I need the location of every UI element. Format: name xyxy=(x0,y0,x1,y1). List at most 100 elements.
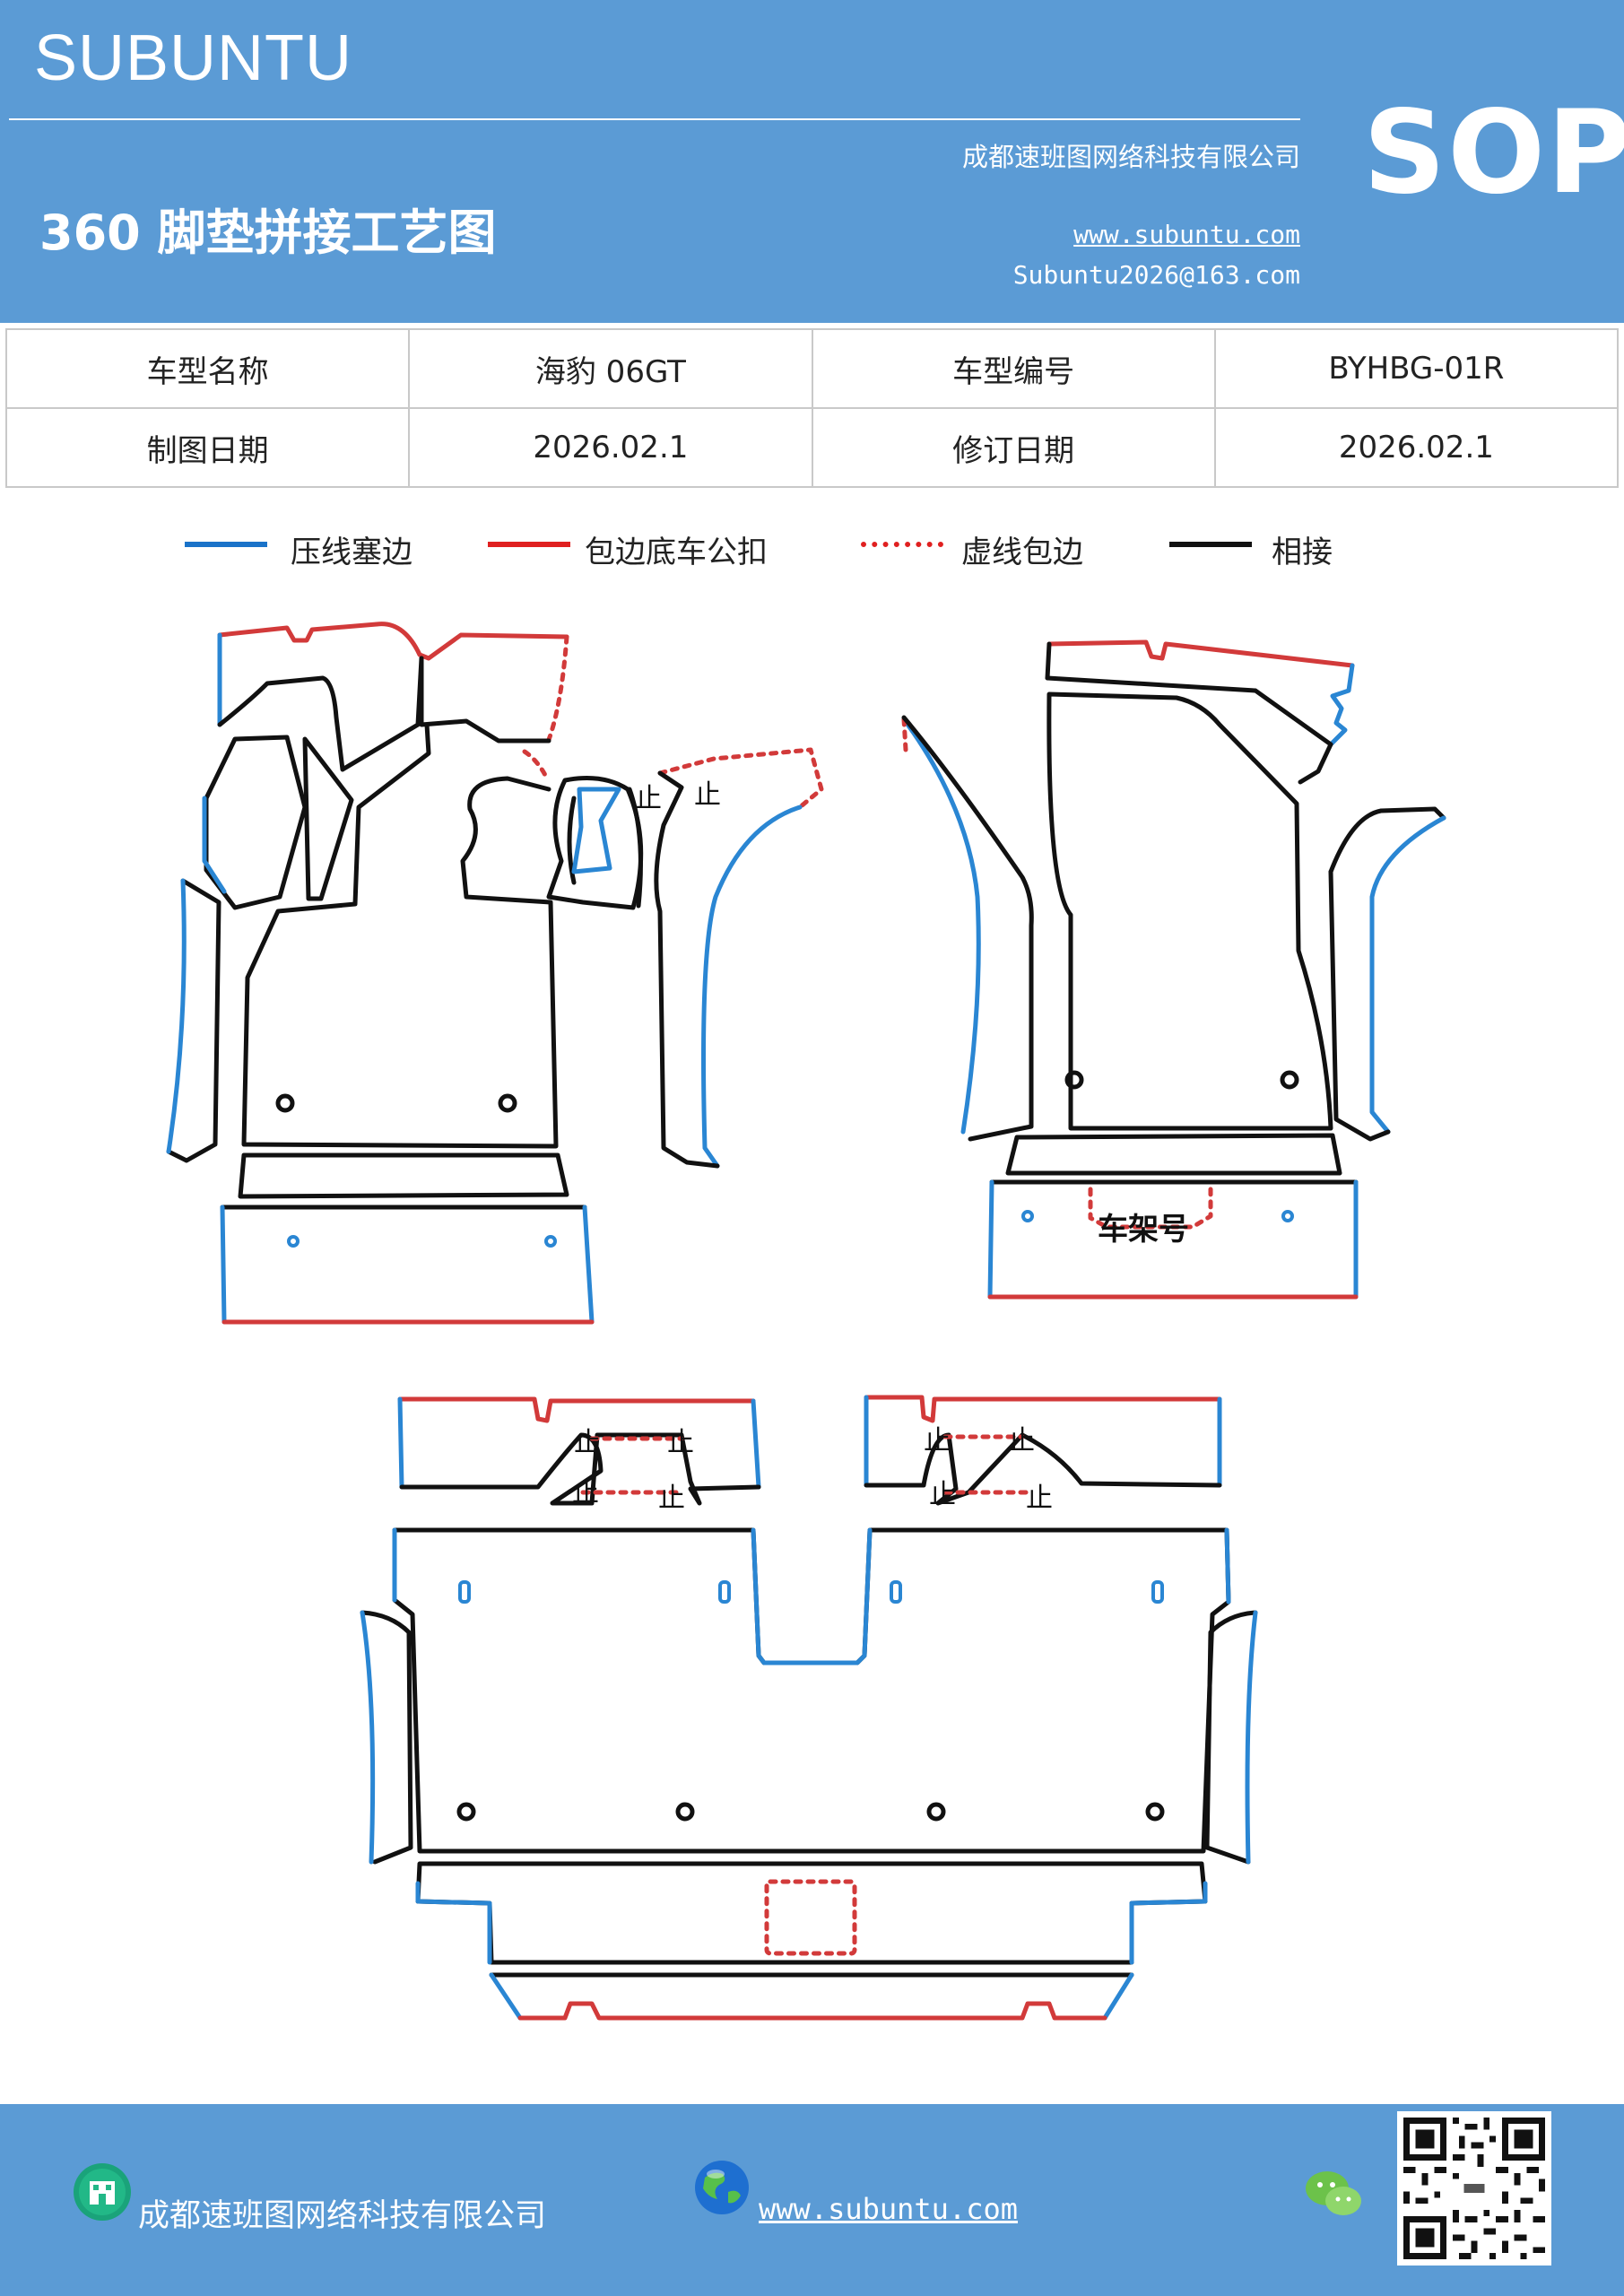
fr-left-dotted xyxy=(901,717,908,752)
fl-right-join xyxy=(654,770,720,1169)
fr-frame-window xyxy=(1088,1187,1213,1230)
table-row: 车型名称 海豹 06GT 车型编号 BYHBG-01R xyxy=(4,328,1620,409)
fr-main-mat xyxy=(1046,691,1333,1131)
fl-tunnel-inner xyxy=(567,796,577,885)
rear-clip-mark: 止 xyxy=(929,1479,956,1510)
model-code-value: BYHBG-01R xyxy=(1213,328,1620,409)
fr-heel-pad xyxy=(1005,1133,1342,1176)
rear-slot xyxy=(458,1580,471,1604)
rear-mat-group: 止 止 止 止 止 止 止 止 xyxy=(360,1395,1258,2021)
rear-right-sill-join xyxy=(1204,1610,1258,1865)
rear-clip-mark: 止 xyxy=(924,1425,951,1457)
rear-clip-mark: 止 xyxy=(1008,1425,1035,1457)
rear-strip-bottom xyxy=(517,2001,1107,2021)
fr-fixing-hole xyxy=(1280,1070,1299,1090)
footer-website-link[interactable]: www.subuntu.com xyxy=(759,2192,1018,2226)
fl-upper-join xyxy=(217,656,424,772)
rear-right-top-wrap xyxy=(864,1395,1222,1423)
fr-top-wrap xyxy=(1046,639,1355,668)
fl-snap-hole xyxy=(287,1235,300,1248)
fl-dotted-edge-2 xyxy=(522,749,550,781)
fl-left-sill-press xyxy=(166,878,187,1154)
rear-strip-press xyxy=(489,1972,1134,2021)
rear-slot xyxy=(718,1580,731,1604)
fr-fixing-hole xyxy=(1064,1070,1084,1090)
globe-icon xyxy=(695,2161,749,2214)
model-name-label: 车型名称 xyxy=(4,328,411,409)
fl-clip-mark: 止 xyxy=(694,779,721,811)
fl-fixing-hole xyxy=(498,1093,517,1113)
brand-name: SUBUNTU xyxy=(34,22,353,94)
legend-swatch xyxy=(1169,542,1252,547)
legend-label: 包边底车公扣 xyxy=(585,535,768,570)
rear-left-sill-join xyxy=(360,1610,413,1865)
rear-dotted-window xyxy=(764,1879,857,1956)
front-left-mat-group: 止 止 xyxy=(166,622,824,1325)
legend-label: 相接 xyxy=(1272,535,1333,570)
fl-right-dotted xyxy=(657,747,824,810)
fl-main-mat xyxy=(241,722,559,1149)
fl-strip-right xyxy=(582,1205,595,1325)
rear-main-floor xyxy=(392,1527,1231,1854)
fl-heel-pad xyxy=(238,1152,569,1199)
legend-swatch xyxy=(861,542,943,547)
fl-dotted-edge xyxy=(544,634,569,747)
fl-side-piece xyxy=(204,735,308,910)
rear-clip-mark: 止 xyxy=(658,1483,685,1514)
model-name-value: 海豹 06GT xyxy=(408,328,813,409)
table-row: 制图日期 2026.02.1 修订日期 2026.02.1 xyxy=(4,407,1620,488)
fr-left-press xyxy=(901,717,981,1135)
fr-snap-hole xyxy=(1021,1210,1034,1222)
rear-fixing-hole xyxy=(926,1802,946,1822)
fr-top-left xyxy=(1045,641,1052,681)
document-title: 360 脚垫拼接工艺图 xyxy=(39,204,497,261)
rear-fixing-hole xyxy=(456,1802,476,1822)
header-banner: SUBUNTU 成都速班图网络科技有限公司 360 脚垫拼接工艺图 www.su… xyxy=(0,0,1624,323)
frame-number-label: 车架号 xyxy=(1098,1212,1189,1248)
rear-left-sill-press xyxy=(360,1610,376,1865)
header-divider xyxy=(9,118,1300,120)
header-company: 成都速班图网络科技有限公司 xyxy=(961,142,1300,172)
fr-snap-hole xyxy=(1281,1210,1294,1222)
fl-tunnel-press xyxy=(571,787,621,874)
fl-tunnel-edge xyxy=(627,787,643,909)
revision-date-label: 修订日期 xyxy=(811,407,1216,488)
fl-side-press xyxy=(202,796,227,894)
fl-side-piece-2 xyxy=(302,736,354,901)
front-right-mat-group: 车架号 xyxy=(901,639,1446,1300)
rear-lower-press xyxy=(415,1881,1208,1965)
fl-upper-join-2 xyxy=(419,656,551,744)
fl-snap-hole xyxy=(544,1235,557,1248)
fl-tunnel-piece xyxy=(546,776,644,910)
rear-right-sill-press xyxy=(1245,1610,1258,1865)
rear-left-dotted xyxy=(580,1436,684,1495)
rear-fixing-hole xyxy=(675,1802,695,1822)
rear-fixing-hole xyxy=(1145,1802,1165,1822)
vehicle-info-table: 车型名称 海豹 06GT 车型编号 BYHBG-01R 制图日期 2026.02… xyxy=(4,328,1620,488)
rear-left-top-join xyxy=(399,1432,761,1506)
fl-strip-left xyxy=(220,1205,227,1325)
model-code-label: 车型编号 xyxy=(811,328,1216,409)
rear-lower-pad xyxy=(415,1861,1208,1965)
legend-label: 压线塞边 xyxy=(291,535,413,570)
fr-left-join xyxy=(901,715,1034,1142)
fl-right-press xyxy=(701,804,803,1169)
fl-top-wrap-edge-2 xyxy=(374,622,569,661)
footer-company: 成都速班图网络科技有限公司 xyxy=(138,2198,547,2234)
header-website-link[interactable]: www.subuntu.com xyxy=(1073,220,1300,249)
wechat-icon[interactable] xyxy=(1304,2169,1363,2221)
rear-clip-mark: 止 xyxy=(572,1477,599,1509)
fr-right-press xyxy=(1369,815,1446,1135)
building-icon xyxy=(74,2163,131,2221)
rear-left-top-press-r xyxy=(751,1398,761,1490)
header-email[interactable]: Subuntu2026@163.com xyxy=(1012,260,1300,290)
rear-clip-mark: 止 xyxy=(667,1427,694,1458)
fl-top-wrap-edge xyxy=(217,622,379,643)
footer-banner: 成都速班图网络科技有限公司 www.subuntu.com xyxy=(0,2104,1624,2296)
fl-fixing-hole xyxy=(275,1093,295,1113)
legend-swatch xyxy=(488,542,570,547)
legend-label: 虚线包边 xyxy=(961,535,1083,570)
fr-top-press xyxy=(1328,663,1355,747)
fr-strip-left xyxy=(987,1179,994,1300)
